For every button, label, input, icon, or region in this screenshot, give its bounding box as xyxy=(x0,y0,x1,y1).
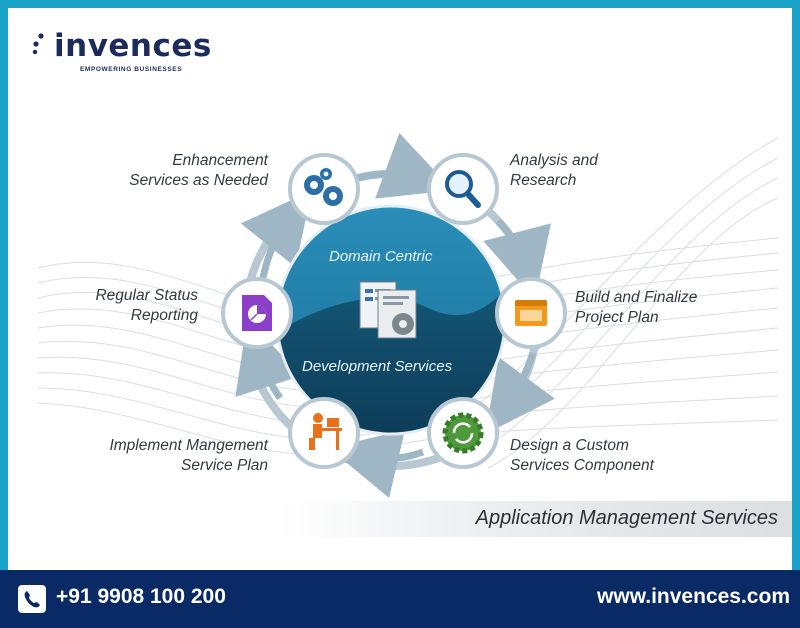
step-node-enhancement xyxy=(288,153,360,225)
person-desk-icon xyxy=(309,413,342,450)
document-gear-icon xyxy=(359,281,417,339)
logo-wordmark: invences xyxy=(54,28,212,64)
step-label-design: Design a Custom Services Component xyxy=(510,437,654,474)
step-node-reporting xyxy=(221,277,293,349)
cycle-diagram xyxy=(37,133,779,499)
step-label-analysis: Analysis and Research xyxy=(510,152,598,189)
title-banner: Application Management Services xyxy=(278,501,792,537)
logo-tagline: EMPOWERING BUSINESSES xyxy=(80,66,183,73)
magnifier-icon xyxy=(445,170,481,208)
step-node-analysis xyxy=(427,153,499,225)
cycle-arrows xyxy=(235,133,555,499)
step-node-build xyxy=(495,277,567,349)
website-link[interactable]: www.invences.com xyxy=(597,585,790,608)
step-node-implement xyxy=(288,397,360,469)
step-node-design xyxy=(427,397,499,469)
step-label-build: Build and Finalize Project Plan xyxy=(575,289,698,326)
phone-number[interactable]: +91 9908 100 200 xyxy=(56,585,226,608)
report-chart-icon xyxy=(242,295,272,331)
logo-dots-icon xyxy=(32,33,44,55)
refresh-gear-icon xyxy=(442,412,484,454)
center-top-text: Domain Centric xyxy=(329,248,433,265)
step-label-reporting: Regular Status Reporting xyxy=(95,287,198,324)
infographic-card: invences EMPOWERING BUSINESSES xyxy=(8,8,792,570)
step-label-implement: Implement Mangement Service Plan xyxy=(109,437,268,474)
banner-title: Application Management Services xyxy=(475,507,778,529)
gears-icon xyxy=(304,168,343,206)
phone-icon xyxy=(18,585,46,613)
window-icon xyxy=(515,300,547,326)
contact-footer: +91 9908 100 200 www.invences.com xyxy=(0,570,800,628)
center-bottom-text: Development Services xyxy=(302,358,453,375)
step-label-enhancement: Enhancement Services as Needed xyxy=(129,152,268,189)
